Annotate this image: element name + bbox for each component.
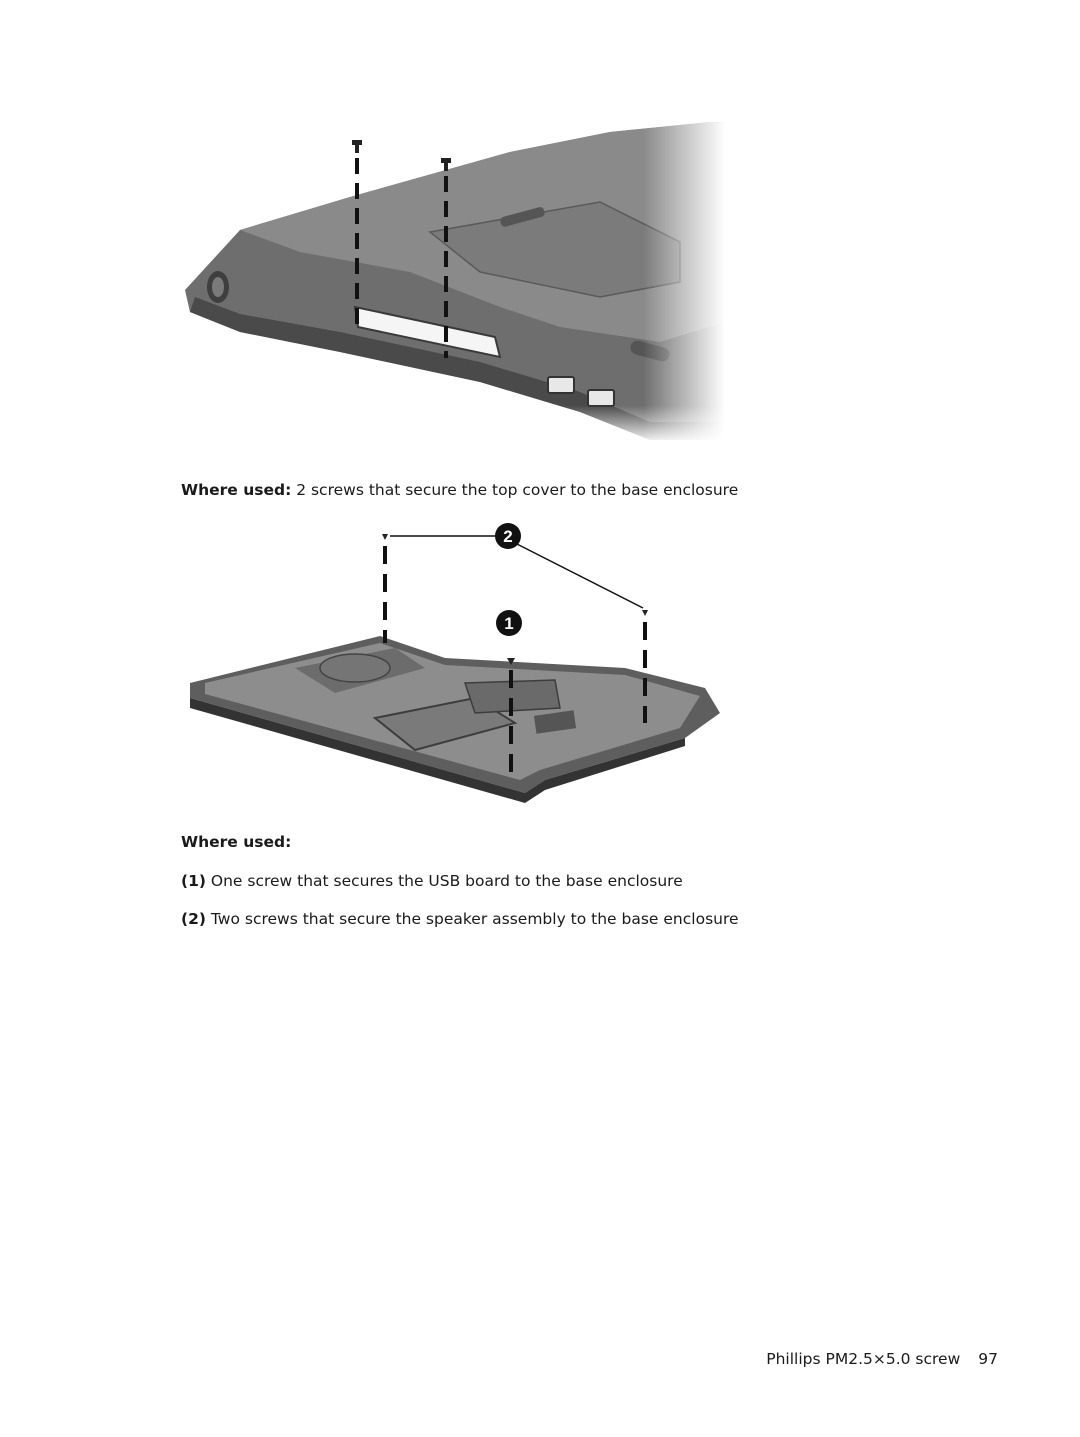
callout-2: 2 (495, 523, 521, 549)
page-footer: Phillips PM2.5×5.0 screw 97 (766, 1350, 998, 1368)
svg-text:1: 1 (504, 614, 513, 633)
top-cover-screws-illustration (180, 122, 725, 444)
base-enclosure-svg: 2 1 (190, 523, 720, 803)
list-item: (1) One screw that secures the USB board… (181, 871, 683, 891)
item-text: Two screws that secure the speaker assem… (205, 910, 739, 928)
where-used-text: 2 screws that secure the top cover to th… (291, 481, 739, 499)
page-number: 97 (978, 1350, 998, 1368)
item-text: One screw that secures the USB board to … (205, 872, 683, 890)
base-enclosure-illustration: 2 1 (185, 518, 725, 803)
item-marker: (1) (181, 872, 206, 890)
figure1-caption: Where used: 2 screws that secure the top… (181, 480, 738, 500)
screw-icon (507, 658, 515, 665)
screw-icon (382, 534, 388, 540)
laptop-base-bottom-svg (180, 122, 725, 444)
where-used-label: Where used: (181, 481, 292, 499)
svg-text:2: 2 (503, 527, 512, 546)
where-used-heading: Where used: (181, 833, 292, 851)
item-marker: (2) (181, 910, 206, 928)
screw-icon (642, 610, 648, 616)
list-item: (2) Two screws that secure the speaker a… (181, 909, 739, 929)
footer-title: Phillips PM2.5×5.0 screw (766, 1350, 961, 1368)
callout-1: 1 (496, 610, 522, 636)
